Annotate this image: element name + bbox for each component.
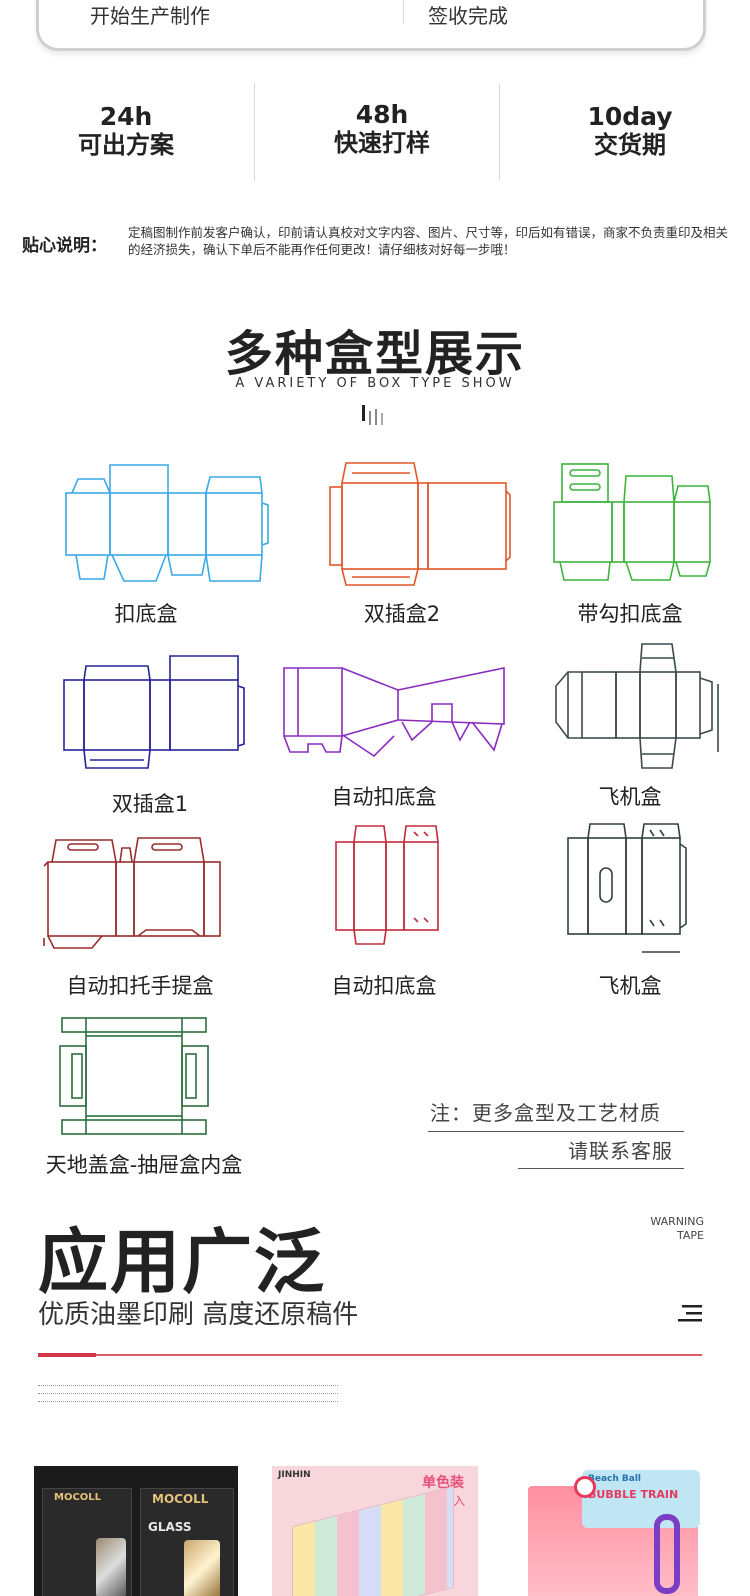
product-glass-label: GLASS [148, 1520, 192, 1534]
box-diagram-auto-lock-bottom [283, 667, 505, 758]
box-diagram-hook-lock-bottom [553, 463, 711, 581]
box-diagram-mailer-box-2 [567, 823, 687, 953]
note-label: 贴心说明： [22, 236, 107, 256]
bars-icon [362, 405, 383, 425]
box-diagram-handle-box [43, 837, 221, 949]
box-diagram-auto-lock-bottom-2 [335, 825, 439, 945]
box-label: 双插盒2 [363, 602, 441, 626]
product-brand: JINHIN [278, 1470, 311, 1480]
box-diagram-tuck-end-2 [329, 462, 511, 586]
process-end-label: 签收完成 [428, 4, 508, 28]
stat-delivery-label: 交货期 [594, 130, 666, 159]
box-label: 飞机盒 [598, 785, 662, 809]
stat-divider [254, 83, 255, 181]
menu-lines-icon [678, 1305, 702, 1322]
box-diagram-tuck-end-1 [63, 655, 245, 769]
stat-plan-label: 可出方案 [78, 130, 174, 159]
box-label: 天地盖盒-抽屉盒内盒 [45, 1153, 243, 1177]
stat-sample: 48h 快速打样 [282, 100, 482, 157]
contact-underline [518, 1168, 684, 1169]
product-image-toy-box: Beach Ball BUBBLE TRAIN [526, 1466, 706, 1596]
product-brand: Beach Ball [588, 1474, 642, 1484]
product-brand: MOCOLL [54, 1492, 102, 1503]
stat-delivery-value: 10day [587, 102, 673, 131]
warning-tape-label: WARNING TAPE [640, 1215, 704, 1243]
product-image-pen-box: JINHIN 单色装 12支入 [272, 1466, 478, 1596]
apply-title: 应用广泛 [38, 1221, 326, 1303]
decorative-fine-text [38, 1385, 338, 1406]
box-label: 飞机盒 [598, 974, 662, 998]
box-diagram-mailer-box [555, 643, 719, 769]
contact-service-link[interactable]: 请联系客服 [568, 1139, 673, 1163]
box-label: 带勾扣底盒 [577, 602, 683, 626]
box-label: 自动扣托手提盒 [66, 974, 214, 998]
stat-plan-value: 24h [99, 102, 153, 131]
stat-sample-label: 快速打样 [334, 128, 430, 157]
product-brand: MOCOLL [152, 1492, 209, 1506]
accent-divider [38, 1354, 702, 1356]
process-divider [403, 0, 404, 24]
contact-underline [428, 1131, 684, 1132]
box-diagram-snap-lock-bottom [65, 464, 269, 582]
box-diagram-lid-base-box [59, 1017, 209, 1135]
product-image-glass-box: MOCOLL MOCOLL GLASS [34, 1466, 238, 1596]
accent-divider-bold [38, 1353, 96, 1357]
box-label: 自动扣底盒 [331, 974, 437, 998]
box-label: 扣底盒 [114, 602, 178, 626]
process-start-label: 开始生产制作 [90, 4, 210, 28]
box-section-subtitle: A VARIETY OF BOX TYPE SHOW [235, 376, 515, 391]
contact-note: 注：更多盒型及工艺材质 [430, 1101, 661, 1125]
product-toy-label: BUBBLE TRAIN [588, 1488, 679, 1501]
box-label: 双插盒1 [111, 792, 189, 816]
warning-word: WARNING [650, 1215, 704, 1228]
box-label: 自动扣底盒 [331, 785, 437, 809]
tape-word: TAPE [677, 1229, 704, 1242]
box-section-title: 多种盒型展示 [224, 326, 525, 382]
note-text: 定稿图制作前发客户确认，印前请认真校对文字内容、图片、尺寸等，印后如有错误，商家… [128, 225, 729, 257]
apply-subtitle: 优质油墨印刷 高度还原稿件 [38, 1300, 359, 1330]
stat-sample-value: 48h [355, 100, 409, 129]
stat-delivery: 10day 交货期 [530, 102, 730, 159]
stat-plan: 24h 可出方案 [26, 102, 226, 159]
stat-divider [499, 83, 500, 181]
process-card [36, 0, 706, 51]
